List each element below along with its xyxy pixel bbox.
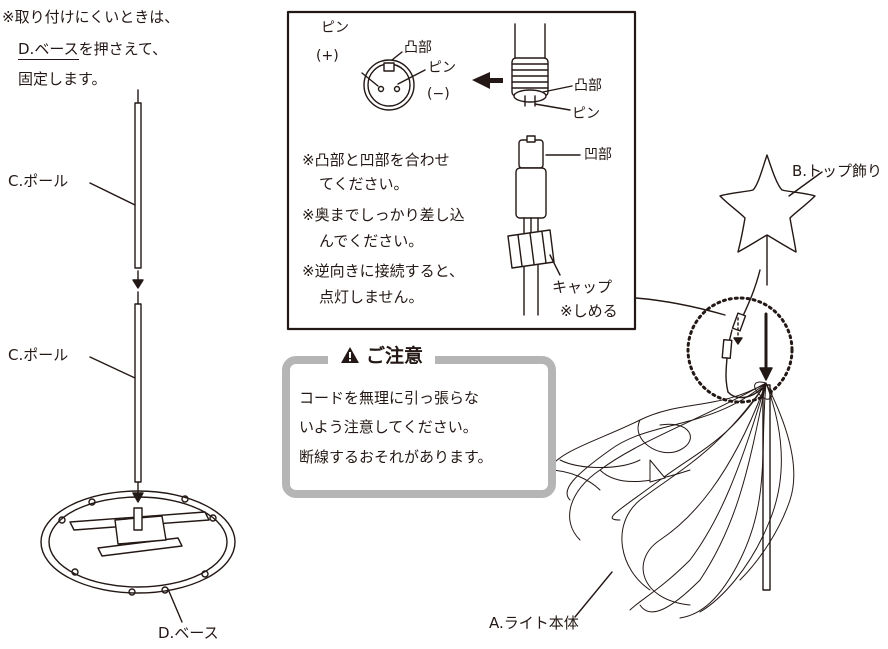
light-strands bbox=[547, 381, 795, 619]
label-light-body: A.ライト本体 bbox=[489, 614, 579, 632]
base-ref-label: D.ベース bbox=[18, 40, 79, 60]
plug-face bbox=[363, 59, 415, 111]
box-note-1b: てください。 bbox=[319, 175, 409, 193]
label-pin-minus: ピン bbox=[428, 60, 456, 76]
caution-line-1: コードを無理に引っ張らな bbox=[299, 389, 480, 407]
box-note-1a: ※凸部と凹部を合わせ bbox=[302, 151, 450, 169]
base-stand bbox=[40, 490, 236, 596]
note-line-2-rest: を押さえて、 bbox=[78, 40, 168, 58]
down-arrow-1 bbox=[132, 270, 144, 289]
caution-title-text: ご注意 bbox=[366, 345, 424, 367]
note-line-3: 固定します。 bbox=[18, 70, 107, 88]
label-concave: 凹部 bbox=[584, 147, 612, 163]
caution-title: ご注意 bbox=[328, 341, 436, 371]
upper-pole bbox=[134, 89, 142, 269]
box-note-2b: んでください。 bbox=[319, 232, 424, 250]
label-pin-right: ピン bbox=[572, 106, 600, 122]
label-pin-plus: ピン bbox=[321, 20, 349, 36]
label-base: D.ベース bbox=[158, 624, 219, 642]
down-arrow-2 bbox=[132, 482, 144, 503]
label-convex-right: 凸部 bbox=[574, 78, 602, 94]
caution-line-3: 断線するおそれがあります。 bbox=[299, 448, 493, 466]
male-plug bbox=[507, 135, 555, 316]
detail-circle bbox=[686, 296, 794, 404]
warning-triangle-icon bbox=[341, 346, 359, 363]
caution-line-2: いよう注意してください。 bbox=[299, 418, 478, 436]
label-pin-minus-sign: (−) bbox=[427, 86, 450, 102]
connector-box-frame bbox=[286, 10, 637, 331]
note-line-2: D.ベースを押さえて、 bbox=[18, 40, 168, 60]
label-convex-left: 凸部 bbox=[404, 40, 432, 56]
box-note-2a: ※奥までしっかり差し込 bbox=[302, 206, 465, 224]
note-line-1: ※取り付けにくいときは、 bbox=[2, 8, 180, 26]
box-note-3a: ※逆向きに接続すると、 bbox=[302, 262, 464, 280]
lower-pole bbox=[134, 291, 142, 483]
label-cap: キャップ bbox=[552, 278, 613, 296]
inline-connector bbox=[721, 269, 763, 399]
threaded-socket bbox=[511, 23, 549, 107]
box-note-3b: 点灯しません。 bbox=[319, 288, 424, 306]
label-cap-note: ※しめる bbox=[560, 302, 618, 320]
label-top-ornament: B.トップ飾り bbox=[792, 162, 883, 180]
label-pin-plus-sign: (+) bbox=[316, 48, 339, 64]
label-pole-lower: C.ポール bbox=[8, 346, 69, 364]
star-ornament bbox=[719, 154, 816, 286]
label-pole-upper: C.ポール bbox=[8, 172, 69, 190]
